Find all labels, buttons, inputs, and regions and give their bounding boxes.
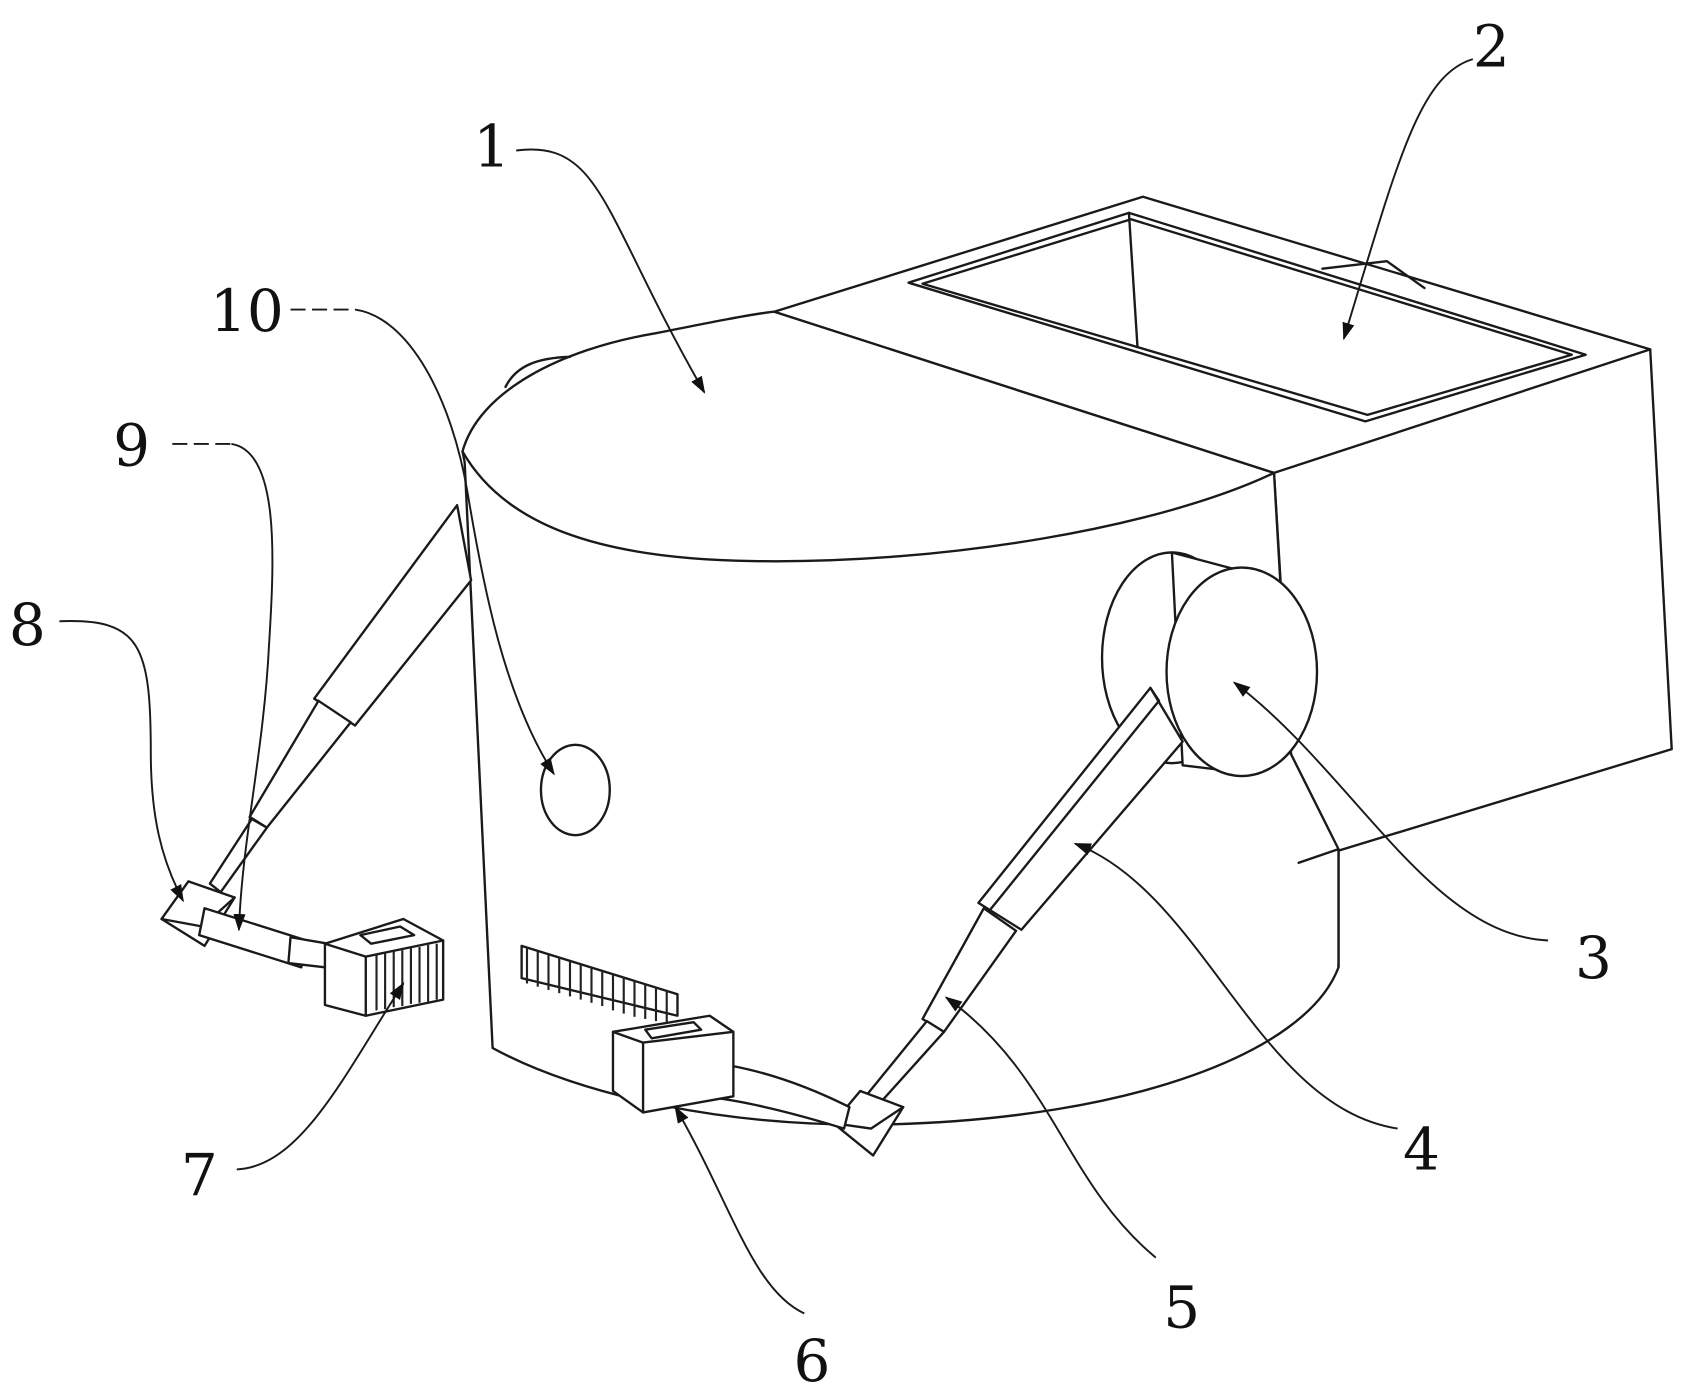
label-3: 3 [1575, 924, 1612, 992]
observation-hole [541, 745, 610, 835]
label-7: 7 [181, 1141, 218, 1209]
left-brush-head [325, 919, 443, 1016]
left-telescopic-arm [162, 505, 472, 967]
label-9: 9 [113, 411, 150, 479]
label-4: 4 [1403, 1115, 1440, 1183]
label-10: 10 [210, 277, 284, 345]
label-1: 1 [473, 113, 510, 181]
label-5: 5 [1163, 1273, 1200, 1341]
label-6: 6 [794, 1327, 831, 1393]
label-2: 2 [1473, 13, 1510, 81]
label-8: 8 [9, 591, 46, 659]
